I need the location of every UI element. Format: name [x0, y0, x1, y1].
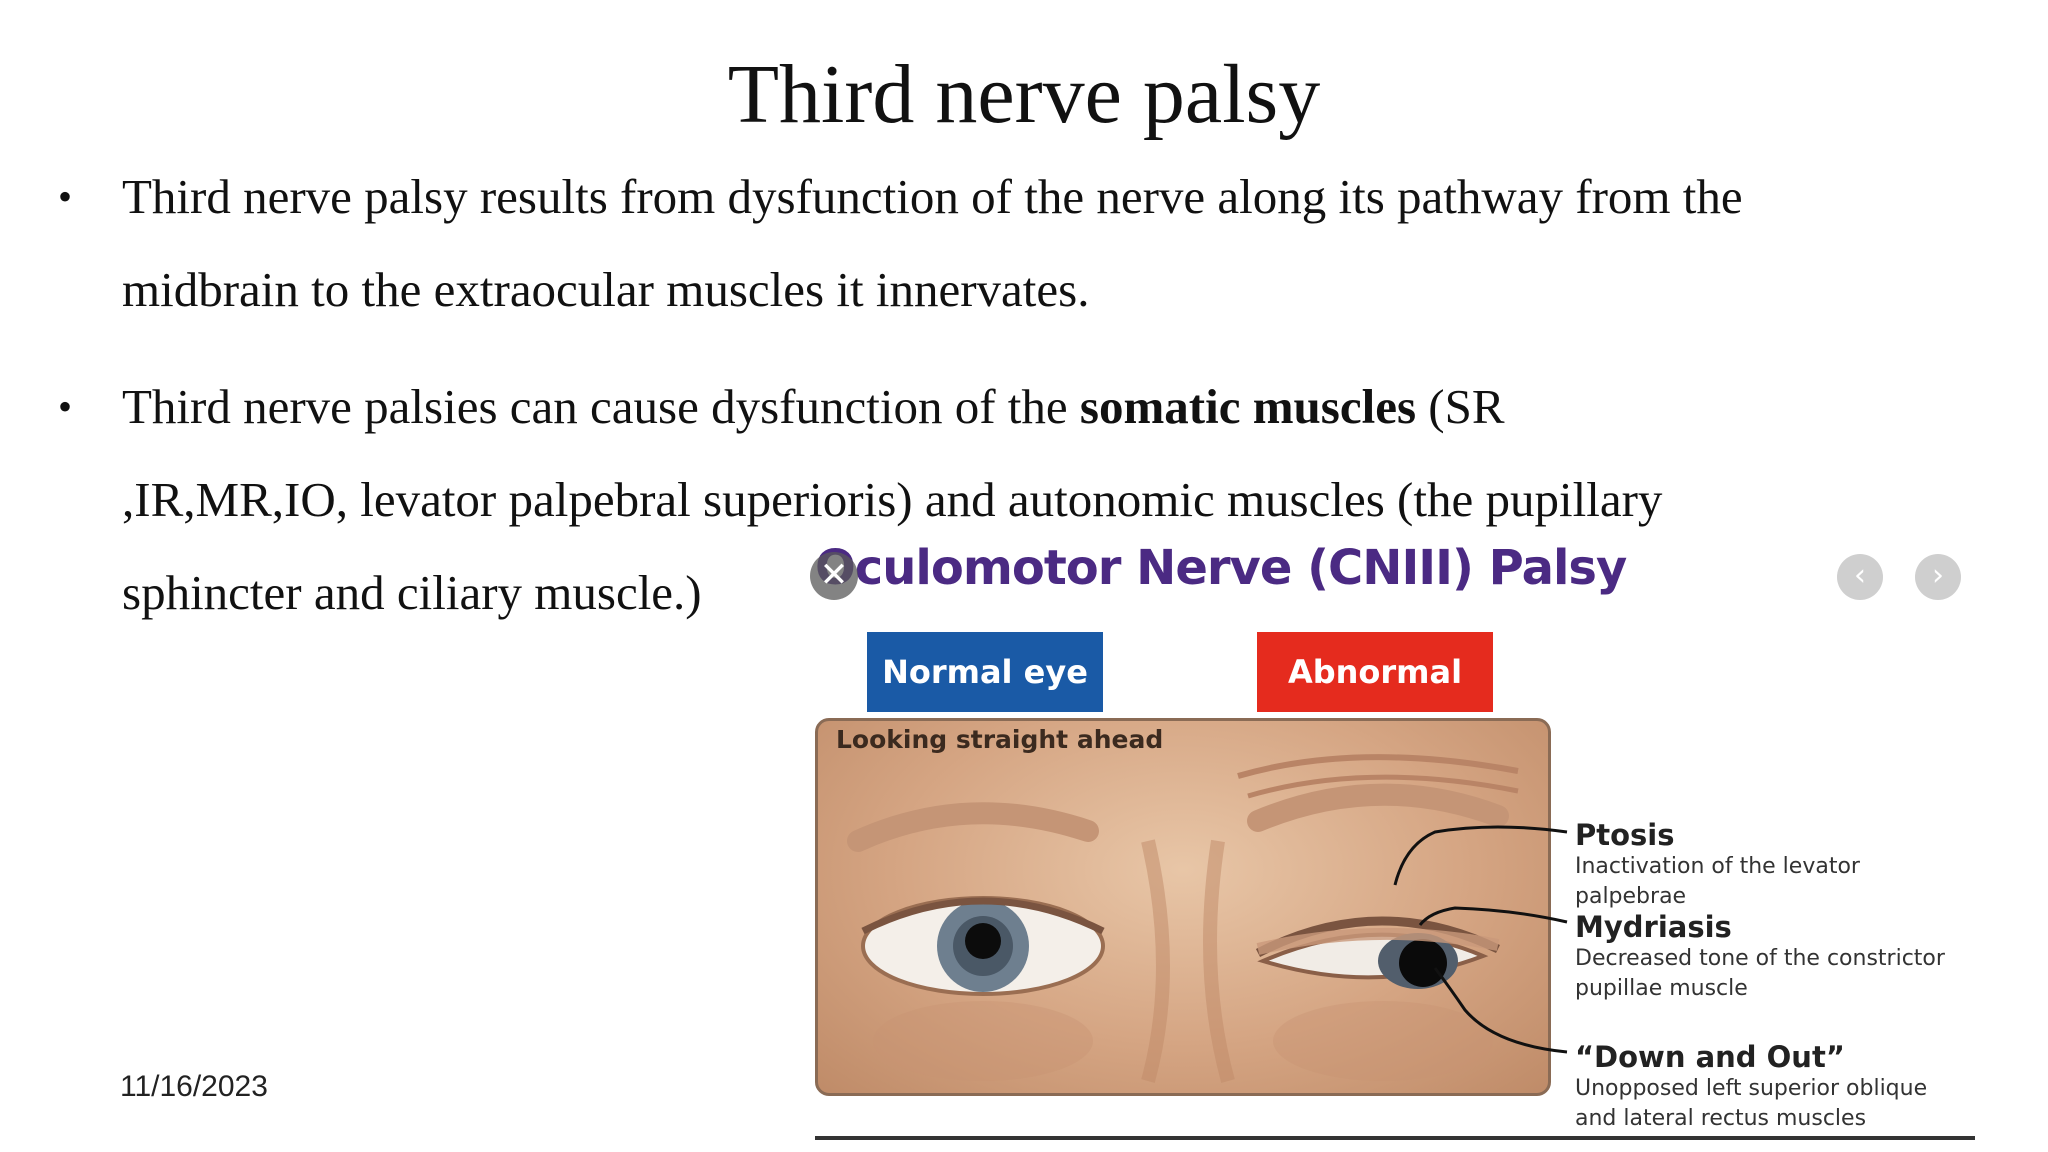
- label-mydriasis: Mydriasis Decreased tone of the constric…: [1575, 910, 1975, 1004]
- bullet-bold-text: somatic muscles: [1079, 379, 1417, 434]
- figure-divider: [815, 1136, 1975, 1140]
- slide-date: 11/16/2023: [120, 1070, 268, 1103]
- bullet-text-line: Third nerve palsies can cause dysfunctio…: [122, 360, 1802, 453]
- bullet-marker: •: [58, 174, 73, 219]
- bullet-list: • Third nerve palsy results from dysfunc…: [58, 150, 1818, 639]
- face-drawing: [847, 754, 1519, 1083]
- label-heading: “Down and Out”: [1575, 1040, 1845, 1074]
- bullet-text-line: sphincter and ciliary muscle.): [122, 565, 702, 620]
- bullet-item: • Third nerve palsy results from dysfunc…: [58, 150, 1842, 336]
- label-heading: Mydriasis: [1575, 910, 1732, 944]
- bullet-text-line: ,IR,MR,IO, levator palpebral superioris)…: [122, 472, 1663, 527]
- slide-title: Third nerve palsy: [727, 48, 1321, 141]
- label-heading: Ptosis: [1575, 818, 1675, 852]
- label-down-and-out: “Down and Out” Unopposed left superior o…: [1575, 1040, 1975, 1134]
- label-description: Inactivation of the levator palpebrae: [1575, 854, 1860, 909]
- callout-lines: [1393, 825, 1568, 1054]
- label-ptosis: Ptosis Inactivation of the levator palpe…: [1575, 818, 1975, 912]
- bullet-marker: •: [58, 384, 73, 429]
- figure-title: Oculomotor Nerve (CNIII) Palsy: [815, 540, 1627, 596]
- oculomotor-figure: Oculomotor Nerve (CNIII) Palsy ✕ ‹ › Nor…: [810, 540, 1975, 1140]
- chevron-right-icon[interactable]: ›: [1915, 554, 1961, 600]
- face-illustration: Looking straight ahead: [815, 718, 1551, 1096]
- chevron-left-icon[interactable]: ‹: [1837, 554, 1883, 600]
- label-description: Decreased tone of the constrictor pupill…: [1575, 946, 1945, 1001]
- bullet-text-part: Third nerve palsies can cause dysfunctio…: [122, 379, 1080, 434]
- bullet-item: • Third nerve palsies can cause dysfunct…: [58, 360, 1818, 639]
- close-icon[interactable]: ✕: [810, 552, 858, 600]
- label-description: Unopposed left superior oblique and late…: [1575, 1076, 1928, 1131]
- bullet-text: Third nerve palsy results from dysfuncti…: [122, 169, 1743, 317]
- bullet-text-part: (SR: [1416, 379, 1505, 434]
- face-caption: Looking straight ahead: [836, 725, 1164, 754]
- normal-eye-tag: Normal eye: [867, 632, 1103, 712]
